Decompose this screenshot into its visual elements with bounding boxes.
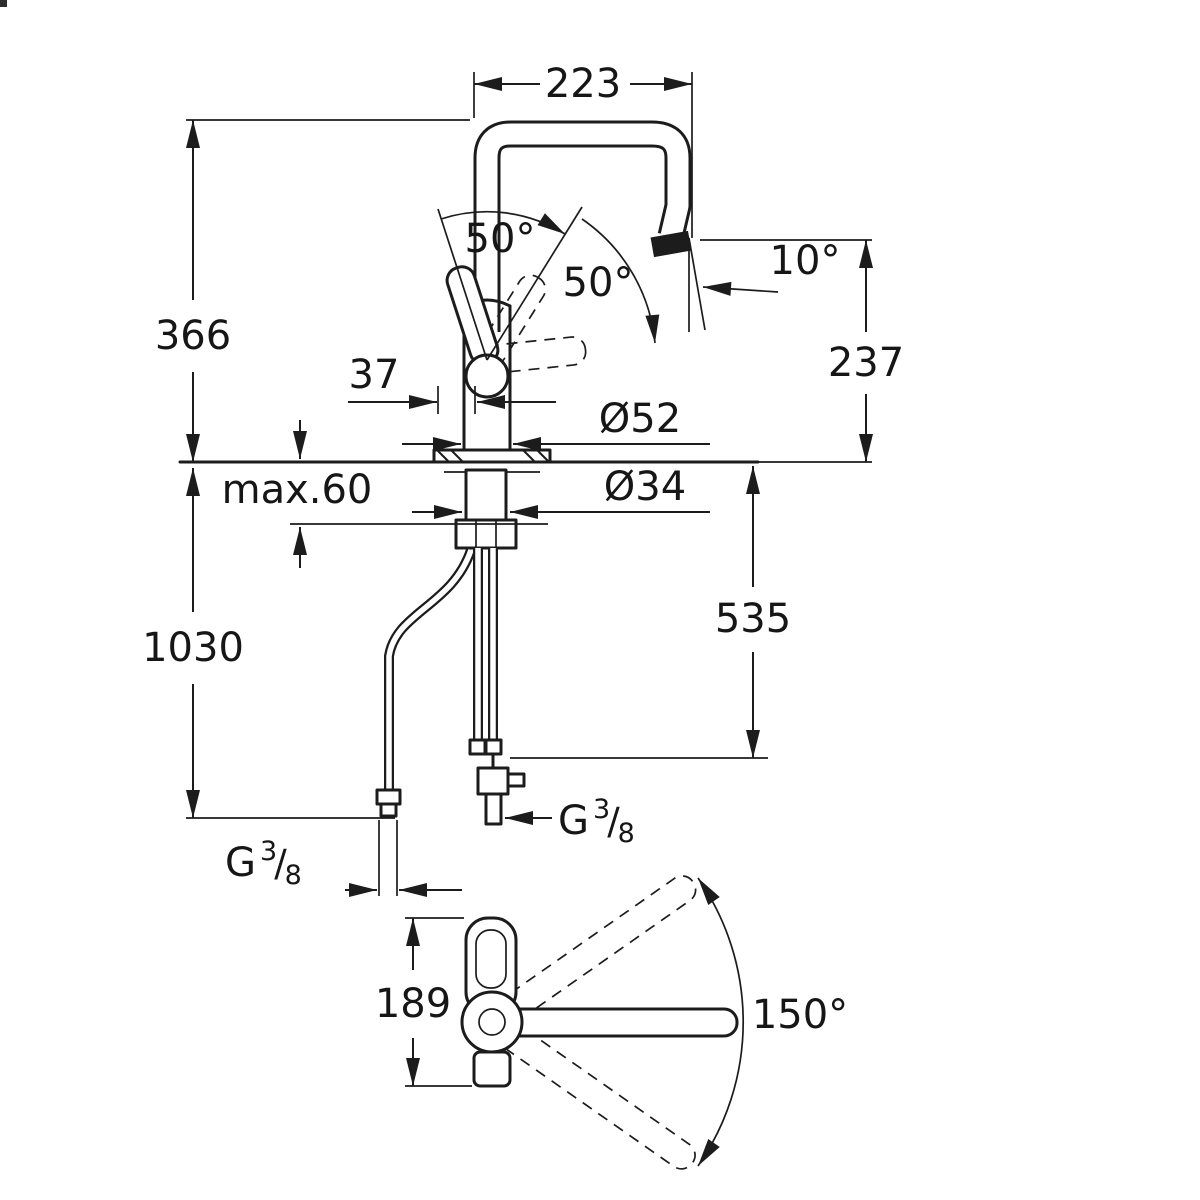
flange-tick — [522, 449, 536, 463]
spout-top-view — [490, 1007, 739, 1038]
angle-valve — [476, 766, 510, 796]
dim-189: 189 — [375, 981, 451, 1027]
hose-fitting — [468, 738, 487, 756]
body-base-top-view — [472, 1050, 512, 1088]
dia-34: Ø34 — [604, 464, 686, 510]
thread-left-slash: / — [274, 842, 287, 885]
angle-50-2: 50° — [563, 260, 634, 306]
body-top-view-inner — [478, 1008, 506, 1036]
angle-leg — [486, 206, 583, 361]
dim-max60: max.60 — [222, 467, 373, 513]
dia-52: Ø52 — [599, 396, 681, 442]
top-view — [460, 875, 739, 1170]
flange-outline — [432, 448, 552, 464]
valve-outlet — [484, 792, 503, 826]
hose-end-thread — [379, 802, 398, 818]
thread-left-num: 3 — [260, 836, 277, 867]
annotations: 223 366 237 50° 50° 10° 37 Ø52 max. — [142, 61, 904, 1167]
lever-pivot — [464, 353, 510, 399]
thread-right-den: 8 — [618, 818, 635, 849]
swivel-arc — [697, 877, 745, 1167]
mounting — [454, 468, 518, 550]
supply-hose-long-fill — [386, 549, 474, 790]
dim-535: 535 — [715, 596, 791, 642]
spout-tube — [473, 120, 692, 332]
dim-237: 237 — [828, 340, 904, 386]
dim-366: 366 — [155, 313, 231, 359]
flange-tick — [536, 449, 550, 463]
lever-top-view-inner — [475, 929, 507, 989]
thread-right-num: 3 — [593, 794, 610, 825]
angle-150: 150° — [752, 992, 848, 1038]
angle-ref-outlet — [688, 237, 706, 331]
thread-left-den: 8 — [285, 860, 302, 891]
angle-10: 10° — [770, 238, 841, 284]
body-top-view — [460, 990, 524, 1054]
angle-arc-50-1 — [440, 210, 566, 235]
angle-arc-50-2 — [581, 218, 660, 344]
angle-leader-10 — [702, 281, 779, 296]
flange-tick — [450, 449, 464, 463]
valve-handle — [506, 772, 526, 788]
dim-37: 37 — [349, 352, 400, 398]
thread-left-g: G — [225, 840, 256, 886]
hose-fitting — [484, 738, 503, 756]
angle-leg — [437, 208, 488, 361]
thread-right-slash: / — [607, 800, 620, 843]
dim-1030: 1030 — [142, 625, 244, 671]
hose-end-fitting — [375, 788, 402, 806]
base-flange — [432, 448, 552, 473]
aerator-rect — [650, 230, 692, 258]
thread-right-g: G — [558, 798, 589, 844]
mounting-shank — [464, 468, 508, 522]
spout-tube-fill — [476, 123, 689, 332]
dim-223: 223 — [545, 61, 621, 107]
hoses — [375, 548, 526, 826]
aerator-tip — [650, 230, 692, 258]
flange-tick — [436, 449, 450, 463]
angle-50-1: 50° — [465, 216, 536, 262]
corner-artifact — [0, 0, 7, 7]
